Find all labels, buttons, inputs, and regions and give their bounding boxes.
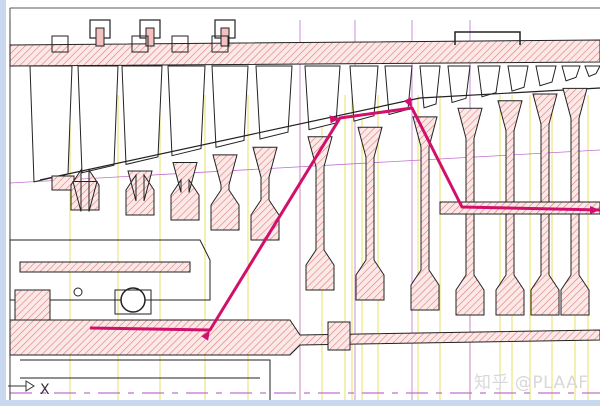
support	[14, 289, 51, 321]
rotor-disk	[355, 126, 385, 301]
blade	[535, 65, 557, 87]
blade	[121, 65, 163, 166]
blade	[507, 65, 529, 92]
axis-x-label: X	[40, 382, 50, 398]
bolt	[145, 27, 155, 47]
frame-border-bottom	[0, 400, 600, 406]
shaft-inner	[20, 359, 271, 400]
blade	[349, 65, 379, 122]
rotor-disk	[305, 136, 335, 291]
blade	[447, 65, 471, 104]
vane-pivot	[171, 35, 189, 53]
rotor-disk	[70, 168, 100, 212]
bolt-hole	[73, 287, 83, 297]
blade	[584, 65, 600, 78]
blade	[167, 65, 206, 157]
hub-line	[39, 97, 421, 181]
flow-arrowhead	[403, 97, 412, 108]
blade	[29, 65, 73, 183]
rotor-disk	[170, 161, 200, 221]
blade	[77, 65, 119, 174]
rotor-disk	[250, 146, 280, 241]
seal	[19, 261, 191, 273]
blade	[561, 65, 581, 82]
flow-arrowhead	[329, 115, 340, 124]
flow-arrowhead	[201, 330, 210, 341]
construction-line	[9, 149, 600, 184]
flow-arrowhead	[590, 206, 600, 214]
blade	[255, 65, 293, 140]
blade	[211, 65, 249, 148]
bearing-housing	[9, 239, 211, 301]
blade	[419, 65, 441, 109]
axis-arrow-head	[25, 380, 35, 392]
rotor-disk	[125, 170, 155, 216]
bearing-ball	[120, 287, 146, 313]
casing-flange	[454, 31, 521, 45]
bolt	[220, 27, 230, 47]
rear-bolt	[327, 321, 351, 351]
air-flow-path	[89, 106, 600, 332]
vane-pivot	[131, 35, 149, 53]
watermark: 知乎 @PLAAF	[474, 373, 589, 393]
frame-border	[0, 0, 6, 406]
blade	[477, 65, 501, 98]
rotor-disk	[210, 154, 240, 231]
bearing-race	[114, 289, 152, 315]
vane-pivot	[211, 35, 229, 53]
rotor-disk	[410, 116, 440, 311]
vane-pivot	[51, 35, 69, 53]
bolt	[95, 27, 105, 47]
